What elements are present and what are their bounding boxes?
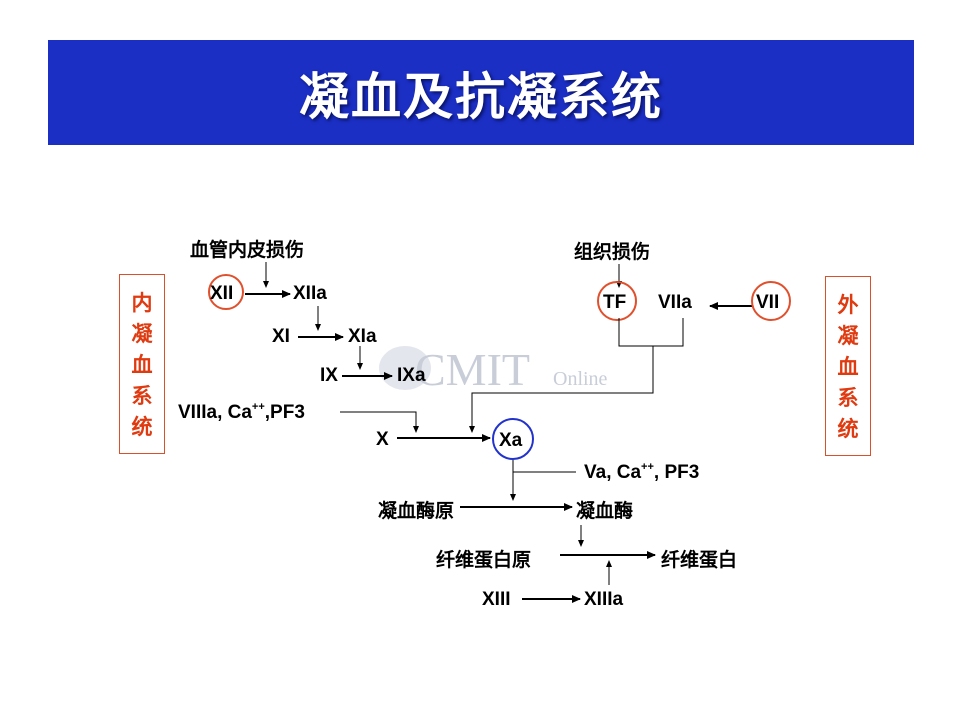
xii-highlight-circle (208, 274, 244, 310)
tf-viia-bracket (618, 318, 684, 347)
factor-tf: TF (603, 292, 626, 313)
intrinsic-char-1: 内 (131, 289, 153, 315)
factor-xia: XIa (348, 326, 377, 347)
intrinsic-cofactors-tail: ,PF3 (265, 402, 305, 423)
fibrin: 纤维蛋白 (661, 548, 737, 571)
factor-viia: VIIa (658, 292, 692, 313)
factor-xii: XII (210, 283, 233, 304)
factor-ixa: IXa (397, 365, 426, 386)
intrinsic-trigger: 血管内皮损伤 (190, 238, 304, 261)
extrinsic-system-label: 外 凝 血 系 统 (825, 276, 871, 456)
intrinsic-char-5: 统 (131, 413, 153, 439)
factor-xiii: XIII (482, 589, 511, 610)
factor-xi: XI (272, 326, 290, 347)
common-cofactors-main: Va, Ca (584, 462, 641, 483)
prothrombin: 凝血酶原 (378, 499, 454, 522)
intrinsic-char-3: 血 (131, 351, 153, 377)
thrombin: 凝血酶 (576, 499, 633, 522)
extrinsic-char-5: 统 (837, 415, 859, 441)
intrinsic-char-4: 系 (131, 382, 153, 408)
extrinsic-char-3: 血 (837, 353, 859, 379)
tf-highlight-circle (597, 281, 637, 321)
xa-cofactor-line (512, 460, 576, 473)
common-cofactors-tail: , PF3 (654, 462, 699, 483)
intrinsic-cofactors: VIIIa, Ca++,PF3 (178, 401, 305, 423)
factor-x: X (376, 429, 389, 450)
factor-xa: Xa (499, 430, 523, 451)
fibrinogen: 纤维蛋白原 (436, 548, 531, 571)
slide-title: 凝血及抗凝系统 (299, 66, 663, 126)
extrinsic-char-4: 系 (837, 384, 859, 410)
watermark-main: CMIT (415, 344, 530, 395)
factor-ix: IX (320, 365, 338, 386)
common-cofactors-sup: ++ (641, 461, 654, 473)
factor-vii: VII (756, 292, 779, 313)
intrinsic-char-2: 凝 (131, 320, 153, 346)
intrinsic-cofactors-sup: ++ (252, 401, 265, 413)
extrinsic-arrow (469, 346, 654, 433)
factor-xiia: XIIa (293, 283, 327, 304)
intrinsic-cofactor-arrow (340, 411, 419, 433)
xa-highlight-circle (492, 418, 534, 460)
watermark-sub: Online (553, 368, 608, 390)
vii-highlight-circle (751, 281, 791, 321)
factor-xiiia: XIIIa (584, 589, 624, 610)
intrinsic-cofactors-main: VIIIa, Ca (178, 402, 252, 423)
extrinsic-char-1: 外 (837, 291, 859, 317)
intrinsic-system-label: 内 凝 血 系 统 (119, 274, 165, 454)
extrinsic-trigger: 组织损伤 (574, 240, 650, 263)
extrinsic-char-2: 凝 (837, 322, 859, 348)
title-bar: 凝血及抗凝系统 (48, 40, 914, 145)
common-cofactors: Va, Ca++, PF3 (584, 461, 699, 483)
